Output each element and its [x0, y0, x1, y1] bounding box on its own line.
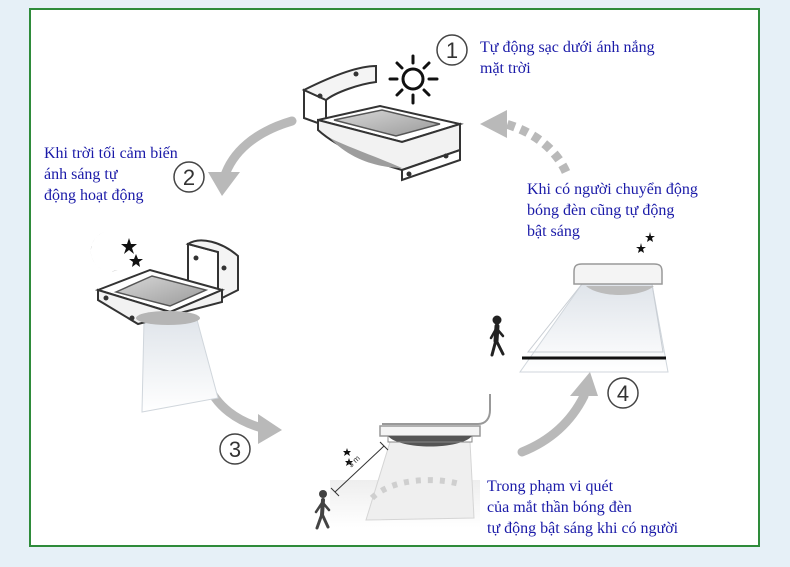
walking-person-icon	[489, 315, 505, 357]
light-beam-scan	[365, 441, 475, 521]
solar-lamp-day	[301, 64, 464, 182]
cycle-arrow-4-to-1-dashed	[480, 110, 571, 174]
moon-stars-icon	[636, 228, 688, 257]
walking-person-icon	[314, 490, 331, 530]
cycle-arrow-3-to-4	[517, 372, 598, 457]
solar-lamp-lit	[573, 263, 663, 295]
light-beam-motion	[519, 283, 669, 373]
step-2-badge: 2	[173, 161, 205, 193]
step-1-caption: Tự động sạc dưới ánh nắng mặt trời	[480, 39, 655, 77]
step-1-number: 1	[446, 38, 458, 63]
light-beam-night	[141, 315, 219, 413]
step-4-badge: 4	[607, 377, 639, 409]
step-4-caption: Khi có người chuyển động bóng đèn cũng t…	[527, 181, 698, 240]
solar-lamp-night	[94, 239, 239, 326]
step-3-badge: 3	[219, 433, 251, 465]
moon-stars-icon	[90, 232, 143, 272]
solar-lamp-wall	[379, 394, 491, 447]
cycle-arrow-2-to-3	[200, 373, 282, 444]
step-3-number: 3	[229, 437, 241, 462]
step-3-caption: Trong phạm vi quét của mắt thần bóng đèn…	[487, 478, 679, 537]
moon-stars-icon	[328, 444, 353, 467]
step-1-badge: 1	[436, 34, 468, 66]
sun-icon	[388, 54, 439, 105]
range-label: 3 m	[346, 453, 362, 469]
cycle-arrow-1-to-2	[208, 116, 297, 196]
step-4-number: 4	[617, 381, 629, 406]
step-2-number: 2	[183, 165, 195, 190]
step-2-caption: Khi trời tối cảm biến ánh sáng tự động h…	[44, 145, 178, 204]
